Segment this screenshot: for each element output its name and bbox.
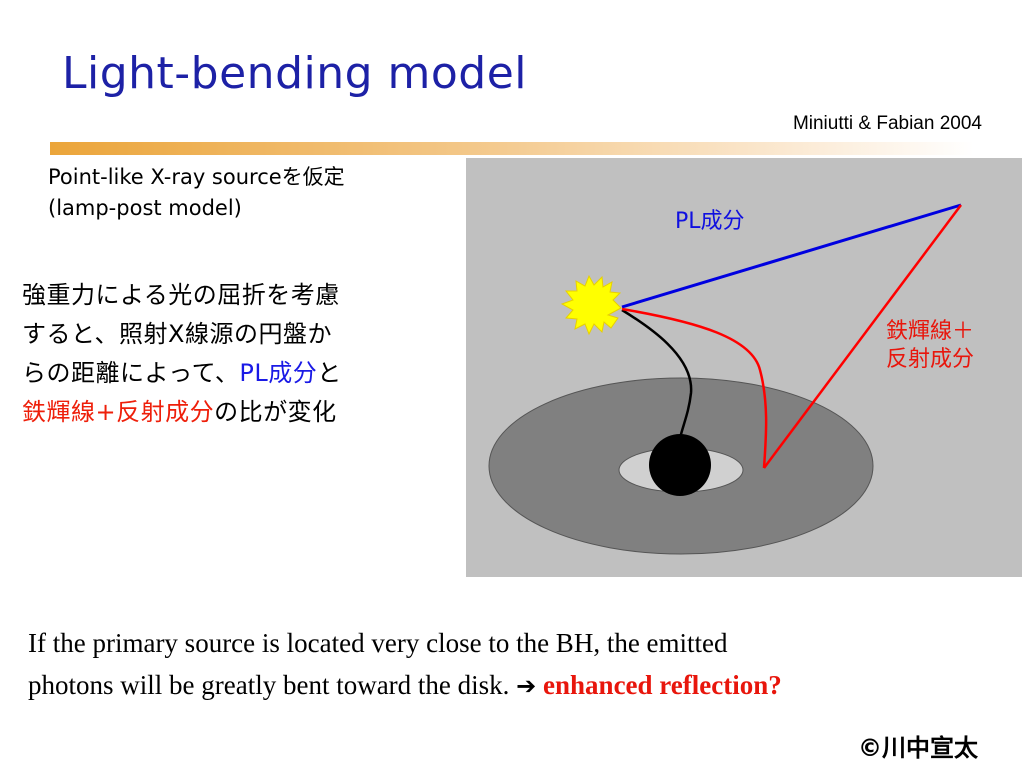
explanation-line4-suffix: の比が変化 <box>214 398 337 426</box>
black-hole <box>649 434 711 496</box>
light-bending-figure: PL成分 鉄輝線＋ 反射成分 <box>466 158 1022 577</box>
title-underline-bar <box>50 142 974 155</box>
reflection-ray-to-observer <box>762 204 963 469</box>
iron-line-label-line1: 鉄輝線＋ <box>886 319 975 344</box>
iron-line-label-line2: 反射成分 <box>886 347 975 372</box>
explanation-line3: らの距離によって、PL成分と <box>22 354 342 393</box>
xray-source-starburst <box>560 274 622 336</box>
source-note: Point-like X-ray sourceを仮定 (lamp-post mo… <box>48 162 345 224</box>
explanation-line3-suffix: と <box>317 359 342 387</box>
caption-line2: photons will be greatly bent toward the … <box>28 664 1008 707</box>
slide-title: Light-bending model <box>62 48 528 99</box>
japanese-explanation: 強重力による光の屈折を考慮 すると、照射X線源の円盤か らの距離によって、PL成… <box>22 276 342 432</box>
explanation-line3-prefix: らの距離によって、 <box>22 359 240 387</box>
figure-svg <box>488 203 963 555</box>
iron-line-reflection-emphasis: 鉄輝線+反射成分 <box>22 398 215 426</box>
explanation-line4: 鉄輝線+反射成分の比が変化 <box>22 393 342 432</box>
pl-ray <box>621 203 962 309</box>
reflection-ray-to-disk <box>621 307 768 469</box>
right-arrow-icon: ➔ <box>516 672 537 700</box>
caption-line1: If the primary source is located very cl… <box>28 628 728 658</box>
pl-component-emphasis: PL成分 <box>239 359 318 387</box>
copyright-notice: ©川中宣太 <box>858 734 978 762</box>
caption-emphasis: enhanced reflection? <box>543 670 782 700</box>
explanation-line2: すると、照射X線源の円盤か <box>22 320 332 348</box>
iron-line-reflection-label: 鉄輝線＋ 反射成分 <box>886 318 974 374</box>
english-caption: If the primary source is located very cl… <box>28 622 1008 707</box>
pl-component-label: PL成分 <box>675 209 745 234</box>
caption-line2-text: photons will be greatly bent toward the … <box>28 670 510 700</box>
source-note-line1: Point-like X-ray sourceを仮定 <box>48 165 345 189</box>
explanation-line1: 強重力による光の屈折を考慮 <box>22 281 340 309</box>
citation: Miniutti & Fabian 2004 <box>792 113 982 134</box>
source-note-line2: (lamp-post model) <box>48 196 242 220</box>
